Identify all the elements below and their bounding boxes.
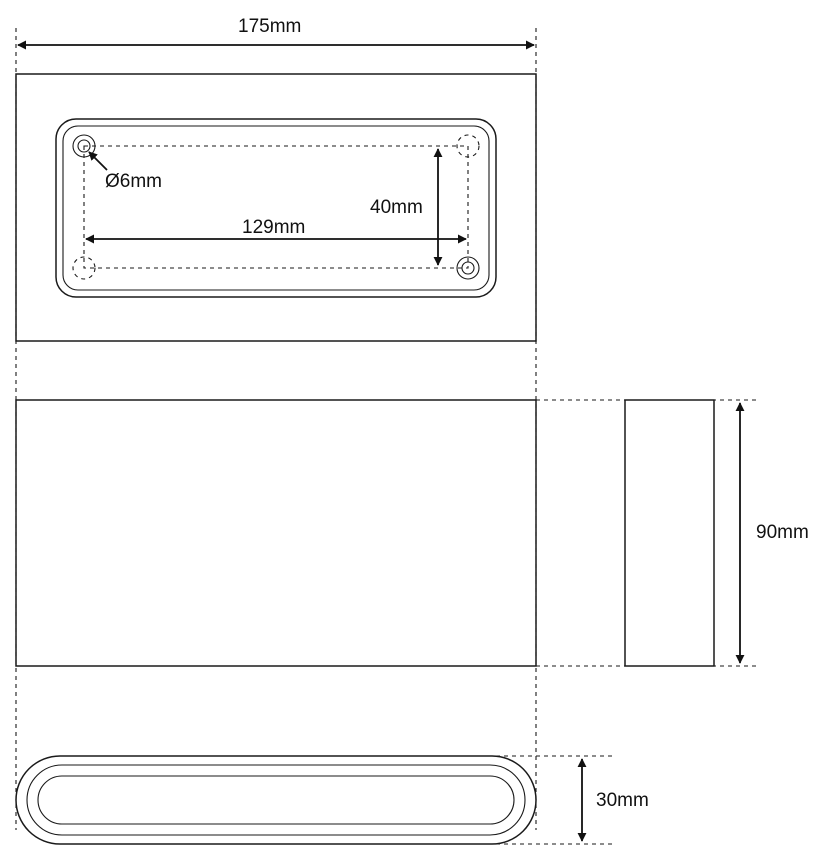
- side-body-outline: [624, 399, 715, 667]
- overall-width-dimension: 175mm: [15, 16, 537, 830]
- mounting-recess-inner: [62, 125, 490, 291]
- hole-vertical-spacing-label: 40mm: [370, 197, 423, 218]
- hole-pattern-dashed: [83, 145, 469, 269]
- bottom-view: 30mm: [15, 755, 649, 845]
- bottom-body-outline: [15, 755, 537, 845]
- mounting-hole-bottom-right: [456, 256, 480, 280]
- hole-horizontal-spacing-label: 129mm: [242, 217, 305, 238]
- bottom-inner-ring: [26, 764, 526, 836]
- hole-diameter-leader: [88, 151, 108, 171]
- mounting-hole-top-right: [456, 134, 480, 158]
- back-view: Ø6mm 40mm 129mm: [15, 73, 537, 342]
- overall-width-label: 175mm: [238, 16, 301, 37]
- mounting-recess-outer: [55, 118, 497, 298]
- bottom-inner-opening: [37, 775, 515, 825]
- mounting-hole-top-left: [72, 134, 96, 158]
- hole-diameter-label: Ø6mm: [105, 171, 162, 192]
- mounting-hole-bottom-left: [72, 256, 96, 280]
- back-plate-outline: [15, 73, 537, 342]
- side-view: 90mm: [624, 399, 809, 667]
- front-view: [15, 399, 760, 667]
- front-body-outline: [15, 399, 537, 667]
- depth-label: 30mm: [596, 790, 649, 811]
- height-label: 90mm: [756, 522, 809, 543]
